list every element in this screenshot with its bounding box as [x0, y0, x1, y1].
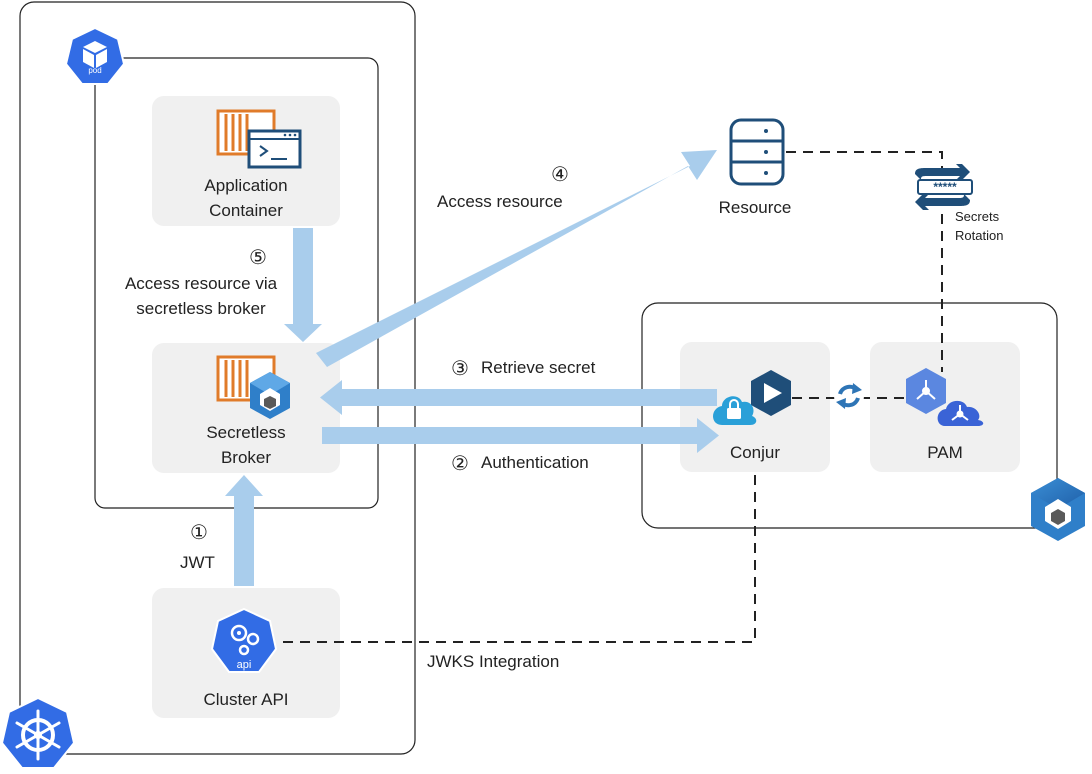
pam-icon: [906, 368, 984, 426]
arrow-5: [284, 228, 322, 342]
arrow-2: [322, 418, 719, 453]
cyberark-logo-icon: [1031, 478, 1085, 541]
step-2-label: Authentication: [481, 453, 589, 472]
arrow-3: [320, 380, 717, 415]
flow-arrows: [225, 150, 719, 586]
secretless-broker-box: [152, 343, 340, 473]
broker-cube-icon: [216, 355, 290, 419]
container-terminal-icon: [216, 109, 302, 169]
pam-box: [870, 342, 1020, 472]
pod-icon-label: pod: [88, 66, 102, 75]
step-5-number: ⑤: [249, 247, 267, 269]
conjur-icon: [713, 370, 791, 425]
api-icon-label: api: [236, 659, 252, 671]
sync-icon: [834, 381, 864, 411]
step-3-label: Retrieve secret: [481, 358, 596, 377]
resource-rotation-dash: [786, 151, 943, 168]
database-icon: [729, 118, 785, 186]
pod-icon: [64, 26, 126, 85]
secrets-rotation-label: Secrets Rotation: [955, 209, 1004, 243]
jwks-dash: [283, 470, 756, 643]
kubernetes-icon: [0, 696, 76, 769]
arrow-4: [316, 150, 717, 367]
step-4-number: ④: [551, 164, 569, 186]
step-5-label: Access resource via secretless broker: [124, 274, 278, 318]
resource-label: Resource: [718, 198, 792, 217]
secrets-masked-value: *****: [933, 180, 957, 194]
secrets-rotation-icon: [915, 164, 973, 210]
conjur-label: Conjur: [729, 443, 781, 462]
arrow-1: [225, 475, 263, 586]
step-2-number: ②: [451, 453, 469, 475]
vault-boundary: [641, 302, 1058, 529]
step-3-number: ③: [451, 358, 469, 380]
jwks-integration-label: JWKS Integration: [427, 652, 560, 671]
app-container-box: [152, 96, 340, 226]
cluster-boundary: [19, 1, 416, 755]
secretless-broker-label: Secretless Broker: [206, 423, 286, 467]
api-icon: [210, 607, 278, 673]
step-4-label: Access resource: [437, 192, 563, 211]
app-container-label: Application Container: [204, 176, 288, 220]
step-1-number: ①: [190, 522, 208, 544]
step-1-label: JWT: [180, 553, 215, 572]
pam-label: PAM: [927, 443, 963, 462]
cluster-api-label: Cluster API: [203, 690, 289, 709]
